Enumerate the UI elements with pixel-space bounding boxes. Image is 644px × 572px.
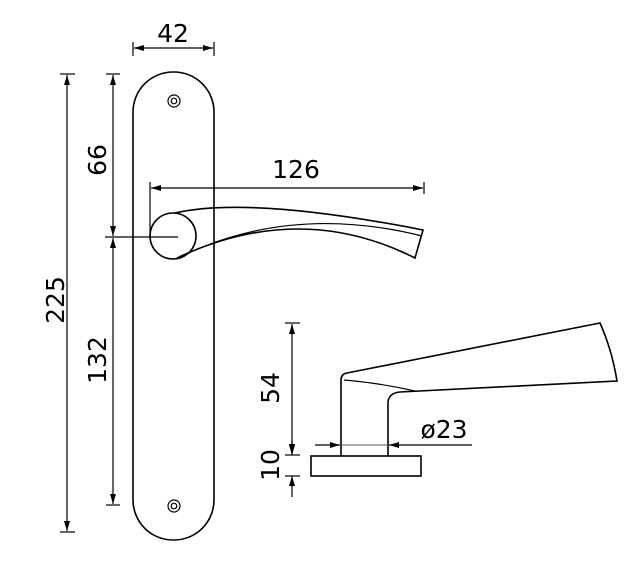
dimension-neck-diameter: ø23 <box>315 415 472 448</box>
dim-label-diameter-23: ø23 <box>420 415 467 444</box>
dim-label-54: 54 <box>256 372 285 404</box>
dim-label-132: 132 <box>83 336 112 384</box>
dimension-lever-position: 66 132 <box>83 73 178 506</box>
screw-hole-bottom-icon <box>167 499 181 513</box>
screw-hole-top-icon <box>167 94 181 108</box>
dim-label-42: 42 <box>157 19 189 48</box>
dim-label-126: 126 <box>272 155 320 184</box>
dimension-lever-projection: 54 10 <box>256 322 300 497</box>
dim-label-225: 225 <box>41 276 70 324</box>
lever-side-view <box>310 322 618 477</box>
backplate <box>132 71 215 541</box>
dim-label-10: 10 <box>256 449 285 481</box>
dimension-plate-width: 42 <box>132 19 215 56</box>
lever-front-view <box>149 206 425 260</box>
dimension-lever-length: 126 <box>149 155 425 237</box>
dim-label-66: 66 <box>83 144 112 176</box>
dimension-plate-height: 225 <box>41 73 75 533</box>
